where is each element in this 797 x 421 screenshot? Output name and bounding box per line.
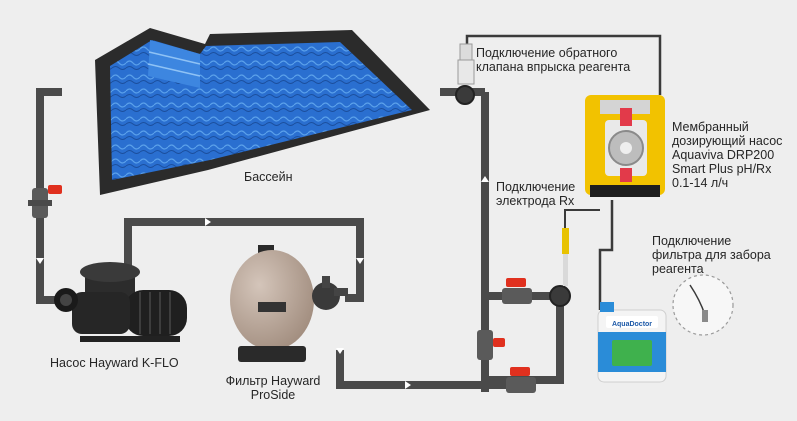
flow-arrow-icon <box>336 348 344 354</box>
intake-filter-detail <box>672 274 734 336</box>
rx-electrode <box>562 228 569 286</box>
check-valve-label: Подключение обратного клапана впрыска ре… <box>476 46 631 74</box>
flow-arrow-icons <box>36 176 489 389</box>
reagent-canister <box>597 302 667 383</box>
tee-fitting-top <box>455 85 475 105</box>
flow-arrow-icon <box>481 176 489 182</box>
flow-arrow-icon <box>36 258 44 264</box>
intake-filter-label: Подключение фильтра для забора реагента <box>652 234 771 276</box>
flow-arrow-icon <box>205 218 211 226</box>
check-valve-injector <box>457 43 475 85</box>
valve-icon-bottom <box>506 367 536 393</box>
valve-icon-left <box>28 185 62 218</box>
flow-arrow-icon <box>356 258 364 264</box>
dosing-pump-aquaviva <box>585 95 665 197</box>
flow-arrow-icon <box>405 381 411 389</box>
pool <box>95 28 430 195</box>
valve-icon-riser <box>477 330 505 360</box>
tee-fitting-electrode <box>549 285 571 307</box>
dosing-pump-label: Мембранный дозирующий насос Aquaviva DRP… <box>672 120 783 190</box>
filter-hayward-proside <box>230 245 348 362</box>
pump-label: Насос Hayward K-FLO <box>50 356 179 370</box>
electrode-label: Подключение электрода Rx <box>496 180 576 208</box>
pool-label: Бассейн <box>244 170 293 184</box>
pump-hayward-kflo <box>54 262 187 342</box>
filter-label: Фильтр Hayward ProSide <box>225 374 321 402</box>
canister-brand-label: AquaDoctor <box>612 321 652 328</box>
valve-icon-bypass-top <box>502 278 532 304</box>
